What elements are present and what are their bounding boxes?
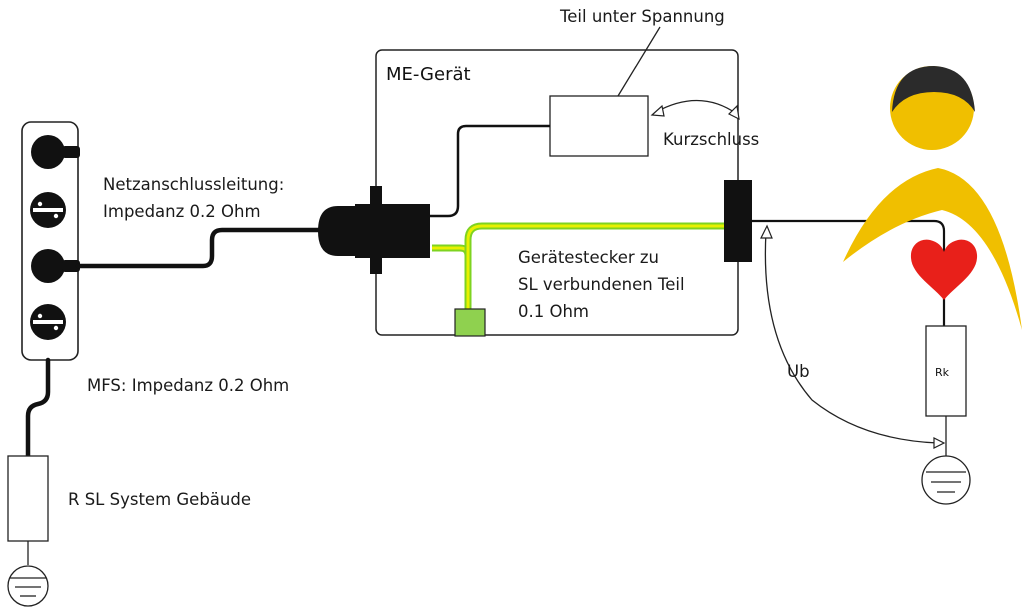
device-label: ME-Gerät (386, 64, 471, 85)
power-cord (75, 227, 323, 269)
live-part-label: Teil unter Spannung (559, 7, 725, 26)
mfs-cable (25, 357, 51, 459)
ground-symbol-icon (921, 455, 971, 505)
socket-plugged-top (31, 135, 80, 169)
power-cord-label-line2: Impedanz 0.2 Ohm (103, 202, 261, 221)
protective-conductor (432, 222, 724, 312)
socket-plugged-connected (31, 249, 80, 283)
socket-empty (30, 304, 66, 340)
live-part-pointer (617, 26, 661, 97)
plug-icon (318, 186, 430, 274)
heart-icon (910, 239, 978, 300)
body-resistor (925, 325, 967, 417)
ground-symbol-icon (7, 565, 49, 607)
applied-part-connector (724, 180, 752, 262)
socket-empty (30, 192, 66, 228)
live-part-box (549, 95, 649, 157)
building-resistor-label: R SL System Gebäude (68, 490, 251, 509)
short-circuit-arrow (655, 99, 738, 115)
appliance-connector-label-line3: 0.1 Ohm (518, 302, 589, 321)
power-cord-label-line1: Netzanschlussleitung: (103, 175, 284, 194)
ub-label: Ub (787, 362, 810, 381)
protective-terminal-block (454, 308, 486, 337)
power-strip-icon (21, 121, 80, 361)
appliance-connector-label-line2: SL verbundenen Teil (518, 275, 685, 294)
person-icon (843, 66, 1022, 330)
mfs-label: MFS: Impedanz 0.2 Ohm (87, 376, 289, 395)
appliance-connector-label-line1: Gerätestecker zu (518, 248, 659, 267)
ub-arrow (764, 231, 939, 444)
patient-wire (752, 219, 946, 326)
internal-live-wire (430, 124, 550, 218)
rk-label: Rk (935, 366, 950, 379)
short-circuit-label: Kurzschluss (663, 130, 759, 149)
building-resistor (7, 455, 49, 542)
